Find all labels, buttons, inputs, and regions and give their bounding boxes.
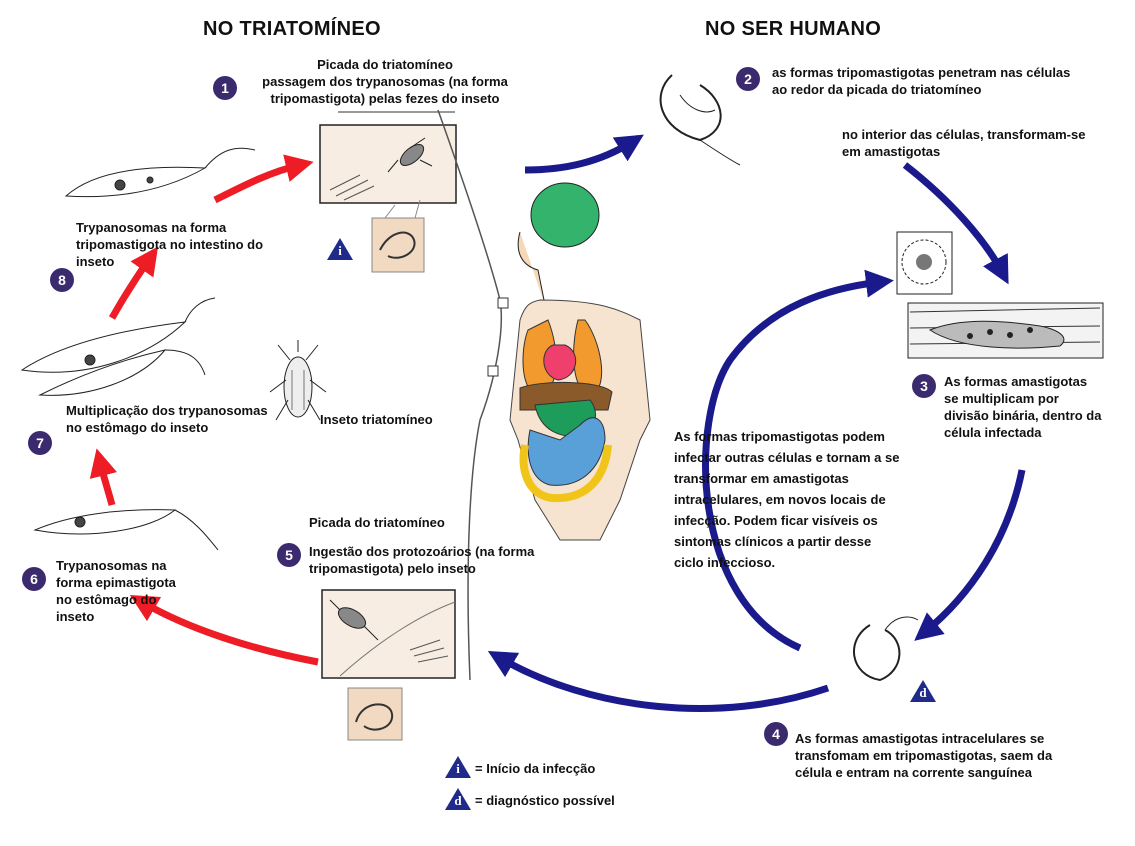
insect-label: Inseto triatomíneo [320,411,460,428]
trypanosome-2 [661,75,740,165]
trypanosome-6 [35,510,218,550]
step-2-sub: no interior das células, transformam-se … [842,126,1092,160]
arrow-3-to-4 [925,470,1022,632]
trypanosome-4 [854,617,918,680]
infected-cell-magnified [897,232,952,294]
step-8-text: Trypanosomas na forma tripomastigota no … [76,219,301,270]
triatomine-insect [270,340,326,420]
arrow-4-to-5 [500,658,828,708]
step-7-badge: 7 [28,431,52,455]
infection-start-marker-icon: i [327,238,353,260]
legend-diagnosis-label: = diagnóstico possível [475,792,675,809]
trypanosome-8 [66,148,255,196]
heading-insect: NO TRIATOMÍNEO [203,18,381,41]
legend-infection-label: = Início da infecção [475,760,675,777]
step-1-badge: 1 [213,76,237,100]
step-1-text: passagem dos trypanosomas (na forma trip… [240,73,530,107]
reinfection-note: As formas tripomastigotas podem infectar… [674,426,904,573]
step-1-title: Picada do triatomíneo [240,56,530,73]
step-6-badge: 6 [22,567,46,591]
legend-infection-icon: i [445,756,471,778]
step-5-badge: 5 [277,543,301,567]
step-4-badge: 4 [764,722,788,746]
step-8-badge: 8 [50,268,74,292]
step-5-title: Picada do triatomíneo [309,514,509,531]
step-2-badge: 2 [736,67,760,91]
step-5-text: Ingestão dos protozoários (na forma trip… [309,543,559,577]
arrow-8-to-1 [215,165,300,200]
step-3-badge: 3 [912,374,936,398]
arrow-1-to-2 [525,142,632,170]
step-2-text: as formas tripomastigotas penetram nas c… [772,64,1082,98]
step-6-text: Trypanosomas na forma epimastigota no es… [56,557,186,625]
step-4-text: As formas amastigotas intracelulares se … [795,730,1085,781]
human-body-illustration [438,110,650,680]
diagnosis-marker-icon: d [910,680,936,702]
heading-human: NO SER HUMANO [705,18,881,41]
step-7-text: Multiplicação dos trypanosomas no estôma… [66,402,276,436]
legend-diagnosis-icon: d [445,788,471,810]
step-3-text: As formas amastigotas se multiplicam por… [944,373,1104,441]
muscle-tissue [908,303,1103,358]
arrow-6-to-7 [100,462,112,505]
bite-panel-bottom [322,590,455,740]
